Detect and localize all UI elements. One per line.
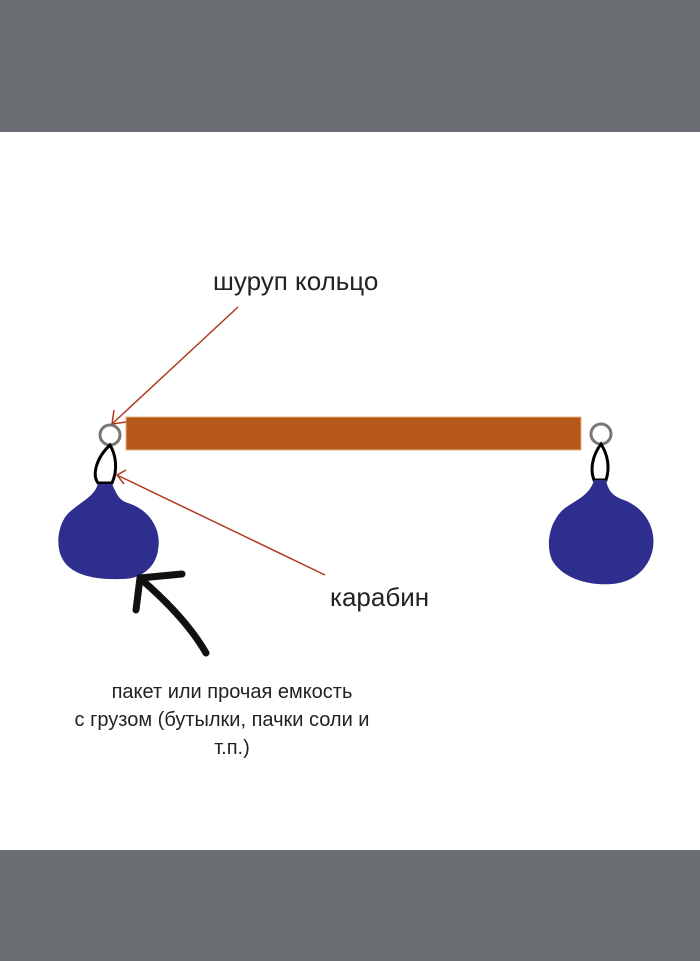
carabiner-label: карабин: [330, 582, 430, 612]
screw-ring-label: шуруп кольцо: [213, 266, 379, 296]
right-screw-ring: [589, 422, 613, 446]
left-weight-bag: [58, 484, 159, 580]
caption-line-1: пакет или прочая емкость: [111, 681, 353, 703]
caption-line-3: т.п.): [214, 737, 250, 759]
left-carabiner: [93, 442, 118, 485]
caption-line-2: с грузом (бутылки, пачки соли и: [74, 709, 370, 731]
carabiner-pointer-arrow: [115, 469, 326, 576]
right-carabiner: [590, 441, 610, 482]
screw-ring-pointer-arrow: [111, 306, 239, 425]
bottom-letterbox: [0, 850, 700, 961]
left-screw-ring: [98, 423, 122, 447]
right-weight-bag: [548, 480, 654, 585]
bag-pointer-arrow: [132, 570, 210, 657]
top-letterbox: [0, 0, 700, 132]
wooden-bar: [125, 416, 582, 451]
